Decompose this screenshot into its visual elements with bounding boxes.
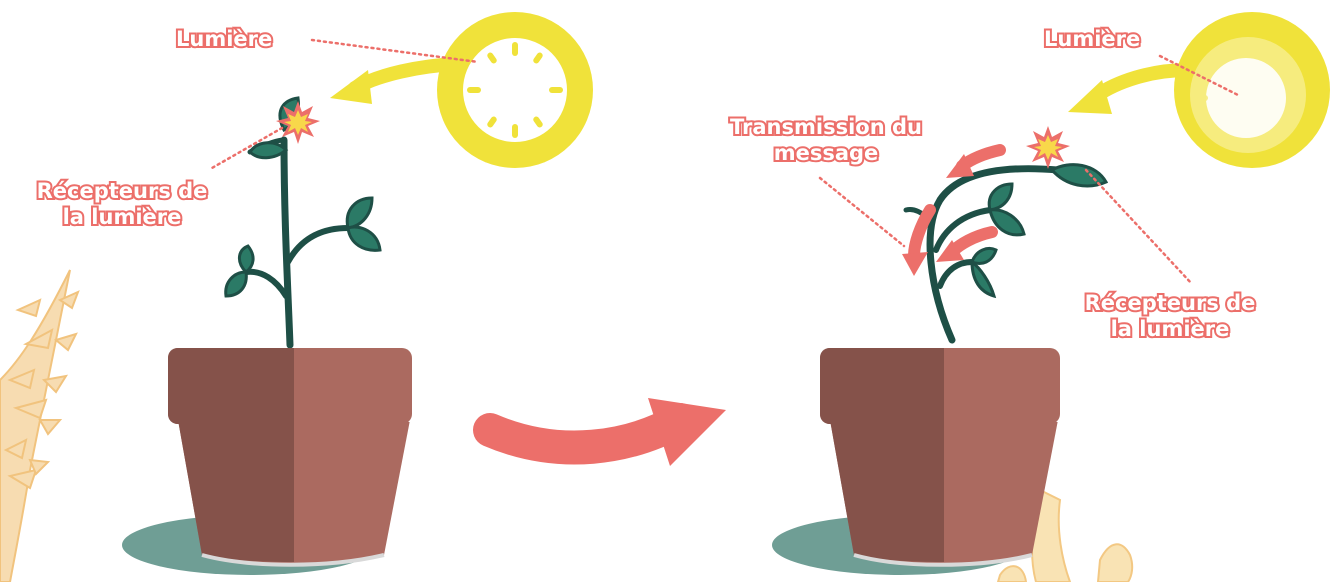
arrow-icon	[473, 398, 726, 466]
background-plant-left	[0, 269, 80, 582]
leader-receptors-right	[1084, 168, 1194, 286]
background-plant-right	[996, 488, 1134, 582]
transmission-arrows	[902, 144, 1006, 276]
label-receptors-right-line1: Récepteurs de	[1083, 289, 1258, 317]
sun-icon	[437, 12, 593, 168]
leader-receptors-left	[210, 126, 284, 170]
label-transmission-line2: message	[772, 139, 881, 167]
label-receptors-right: Récepteurs de la lumière	[1054, 289, 1286, 343]
label-transmission-line1: Transmission du	[728, 113, 924, 141]
leader-light-left	[310, 38, 480, 64]
light-arrow-right	[1068, 63, 1195, 114]
burst-icon	[276, 101, 320, 144]
plant-icon	[224, 96, 382, 349]
label-receptors-right-line2: la lumière	[1109, 315, 1232, 343]
label-receptors-left-line1: Récepteurs de	[35, 177, 210, 205]
burst-icon-right	[1026, 126, 1070, 169]
label-light-right: Lumière	[1042, 25, 1142, 53]
pot-icon	[122, 348, 412, 575]
leader-light-right	[1158, 54, 1242, 98]
sun-icon-faded	[1174, 12, 1330, 168]
label-light-left: Lumière	[174, 25, 274, 53]
label-transmission: Transmission du message	[704, 113, 948, 167]
label-receptors-left-line2: la lumière	[61, 203, 184, 231]
light-arrow-left	[330, 57, 462, 104]
pot-icon-right	[772, 348, 1060, 575]
leader-transmission	[818, 176, 906, 248]
label-receptors-left: Récepteurs de la lumière	[8, 177, 236, 231]
